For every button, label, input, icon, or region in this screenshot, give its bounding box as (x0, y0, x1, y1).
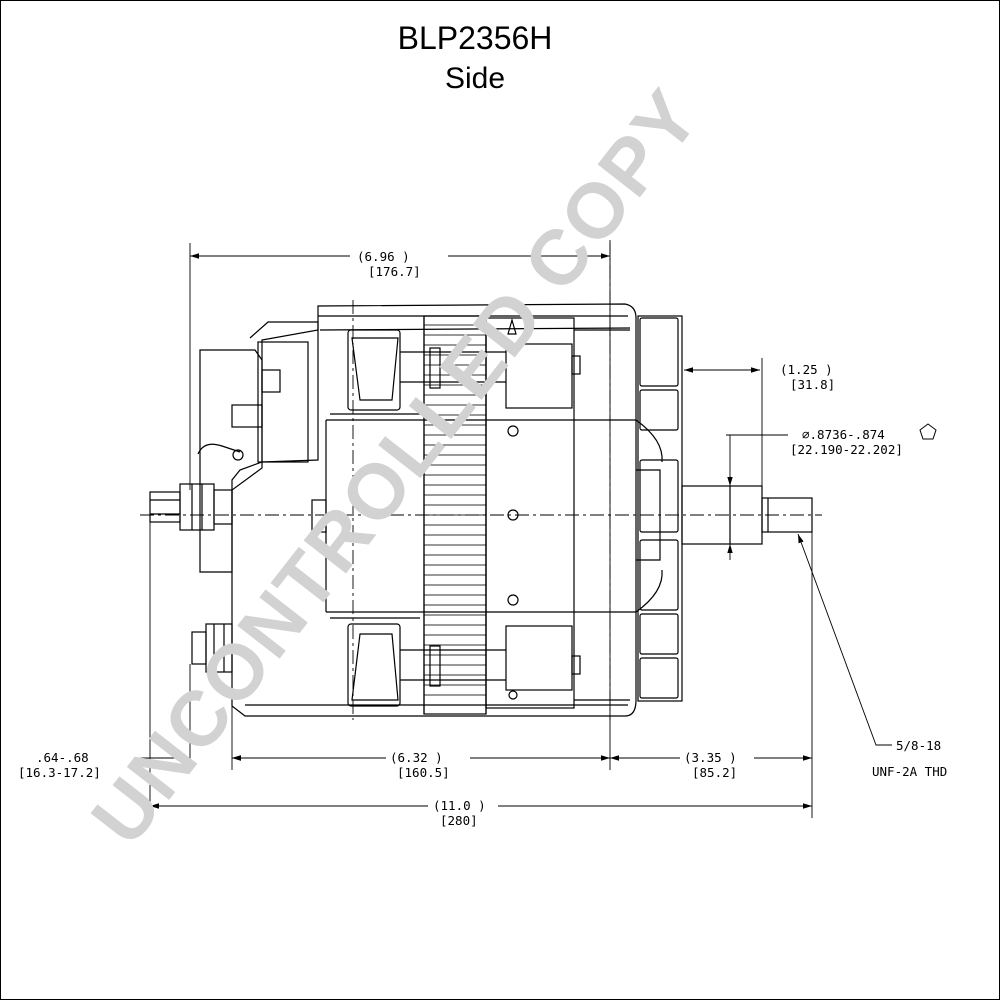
dim-overall-length-mm: [280] (440, 813, 478, 828)
dim-overall-length-inch: (11.0 ) (433, 798, 486, 813)
thread-size: 5/8-18 (896, 738, 941, 753)
dimension-lines (136, 253, 892, 809)
dim-overall-body-inch: (6.96 ) (357, 249, 410, 264)
dim-terminal-stud-mm: [16.3-17.2] (18, 765, 101, 780)
thread-spec: UNF-2A THD (872, 764, 947, 779)
extension-lines (149, 243, 813, 818)
drawing-title: BLP2356H (397, 20, 553, 56)
dim-shaft-step-inch: (1.25 ) (780, 362, 833, 377)
output-stud (149, 491, 181, 523)
dim-housing-length-mm: [160.5] (397, 765, 450, 780)
alternator-body (149, 303, 813, 717)
dim-overall-body-mm: [176.7] (368, 264, 421, 279)
dim-terminal-stud-inch: .64-.68 (36, 750, 89, 765)
rear-terminal-box (199, 349, 263, 573)
dim-shaft-length-mm: [85.2] (692, 765, 737, 780)
watermark: UNCONTROLLED COPY (74, 73, 717, 861)
view-label: Side (444, 62, 506, 95)
pentagon-icon (919, 423, 937, 440)
dimension-labels: (6.96 ) [176.7] (1.25 ) [31.8] ∅.8736-.8… (18, 249, 947, 828)
dim-shaft-diameter-inch: ∅.8736-.874 (802, 427, 885, 442)
dim-shaft-diameter-mm: [22.190-22.202] (790, 442, 903, 457)
pulley-fan (635, 315, 683, 702)
dim-housing-length-inch: (6.32 ) (390, 750, 443, 765)
dim-shaft-step-mm: [31.8] (790, 377, 835, 392)
dim-shaft-length-inch: (3.35 ) (684, 750, 737, 765)
front-housing (485, 317, 575, 709)
shaft (681, 485, 813, 545)
